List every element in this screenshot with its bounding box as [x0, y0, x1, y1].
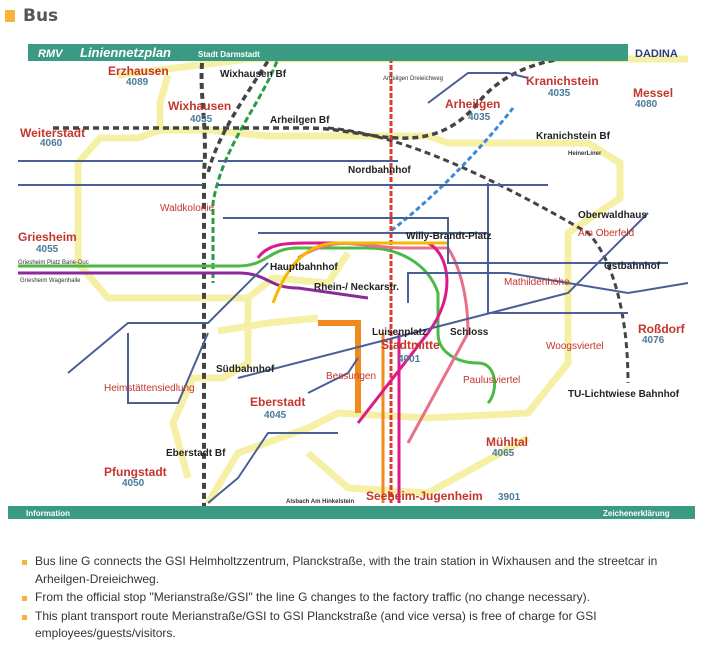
svg-text:Arheilgen Dreieichweg: Arheilgen Dreieichweg: [383, 76, 443, 82]
section-title: Bus: [23, 6, 59, 26]
svg-text:Mathildenhöhe: Mathildenhöhe: [504, 277, 570, 288]
svg-text:4076: 4076: [642, 335, 665, 346]
svg-text:Hauptbahnhof: Hauptbahnhof: [270, 262, 338, 273]
svg-text:4089: 4089: [126, 77, 149, 88]
station-labels: Wixhausen Bf Arheilgen Bf Kranichstein B…: [18, 69, 680, 505]
svg-text:4045: 4045: [264, 410, 287, 421]
svg-text:Roßdorf: Roßdorf: [638, 322, 686, 336]
tram-lines: [18, 58, 497, 503]
svg-text:Alsbach Am Hinkelstein: Alsbach Am Hinkelstein: [286, 499, 354, 505]
information-link[interactable]: Information: [26, 509, 70, 518]
svg-text:Oberwaldhaus: Oberwaldhaus: [578, 210, 647, 221]
info-list: Bus line G connects the GSI Helmholtzzen…: [22, 553, 692, 644]
svg-text:Schloss: Schloss: [450, 327, 489, 338]
rmv-logo: RMV: [38, 48, 64, 60]
legend-link[interactable]: Zeichenerklärung: [603, 509, 670, 518]
map-title: Liniennetzplan: [80, 45, 171, 60]
network-map[interactable]: RMV Liniennetzplan Stadt Darmstadt DADIN…: [8, 33, 695, 519]
svg-text:4035: 4035: [468, 112, 491, 123]
dadina-logo: DADINA: [635, 48, 678, 60]
svg-text:HeinerLiner: HeinerLiner: [568, 151, 602, 157]
info-item: From the official stop "Merianstraße/GSI…: [22, 589, 692, 607]
section-header: Bus: [5, 6, 58, 26]
map-subtitle: Stadt Darmstadt: [198, 50, 260, 59]
svg-text:Messel: Messel: [633, 86, 673, 100]
map-footer-bar: [8, 506, 695, 519]
svg-text:Luisenplatz: Luisenplatz: [372, 327, 427, 338]
svg-text:Stadtmitte: Stadtmitte: [381, 338, 440, 352]
svg-text:Mühltal: Mühltal: [486, 435, 528, 449]
svg-text:Arheilgen Bf: Arheilgen Bf: [270, 115, 330, 126]
svg-text:Willy-Brandt-Platz: Willy-Brandt-Platz: [406, 231, 491, 242]
info-item: Bus line G connects the GSI Helmholtzzen…: [22, 553, 692, 588]
svg-text:4060: 4060: [40, 138, 63, 149]
svg-text:4080: 4080: [635, 99, 658, 110]
svg-text:Waldkolonie: Waldkolonie: [160, 203, 215, 214]
svg-text:4055: 4055: [36, 244, 59, 255]
svg-text:Südbahnhof: Südbahnhof: [216, 364, 275, 375]
svg-text:3901: 3901: [498, 492, 521, 503]
svg-text:Erzhausen: Erzhausen: [108, 64, 169, 78]
svg-text:Woogsviertel: Woogsviertel: [546, 341, 604, 352]
svg-text:Arheilgen: Arheilgen: [445, 97, 500, 111]
svg-text:Seeheim-Jugenheim: Seeheim-Jugenheim: [366, 489, 483, 503]
svg-text:TU-Lichtwiese Bahnhof: TU-Lichtwiese Bahnhof: [568, 389, 680, 400]
svg-text:Ostbahnhof: Ostbahnhof: [604, 261, 661, 272]
rail-lines: [53, 52, 630, 513]
map-header-bar: [28, 44, 628, 61]
svg-text:Kranichstein: Kranichstein: [526, 74, 599, 88]
svg-text:Pfungstadt: Pfungstadt: [104, 465, 167, 479]
svg-text:4035: 4035: [548, 88, 571, 99]
svg-text:Kranichstein Bf: Kranichstein Bf: [536, 131, 611, 142]
svg-text:Rhein-/ Neckarstr.: Rhein-/ Neckarstr.: [314, 282, 399, 293]
svg-text:Wixhausen: Wixhausen: [168, 99, 231, 113]
svg-text:4050: 4050: [122, 478, 145, 489]
svg-text:Heimstättensiedlung: Heimstättensiedlung: [104, 383, 195, 394]
section-bullet-icon: [5, 10, 15, 22]
svg-text:Bessungen: Bessungen: [326, 371, 376, 382]
svg-text:Weiterstadt: Weiterstadt: [20, 126, 85, 140]
svg-text:Eberstadt Bf: Eberstadt Bf: [166, 448, 226, 459]
bus-lines: [18, 72, 689, 504]
svg-text:Wixhausen Bf: Wixhausen Bf: [220, 69, 287, 80]
svg-text:Paulusviertel: Paulusviertel: [463, 375, 520, 386]
svg-text:4001: 4001: [398, 354, 421, 365]
svg-text:Eberstadt: Eberstadt: [250, 395, 305, 409]
svg-text:Griesheim: Griesheim: [18, 230, 77, 244]
svg-text:Nordbahnhof: Nordbahnhof: [348, 165, 411, 176]
svg-text:Griesheim Platz Barie-Duc: Griesheim Platz Barie-Duc: [18, 260, 89, 266]
svg-text:Am Oberfeld: Am Oberfeld: [578, 228, 634, 239]
svg-text:4035: 4035: [190, 114, 213, 125]
info-item: This plant transport route Merianstraße/…: [22, 608, 692, 643]
svg-text:4065: 4065: [492, 448, 515, 459]
svg-text:Griesheim Wagenhalle: Griesheim Wagenhalle: [20, 278, 81, 284]
quarter-labels: Waldkolonie Heimstättensiedlung Bessunge…: [104, 203, 634, 394]
